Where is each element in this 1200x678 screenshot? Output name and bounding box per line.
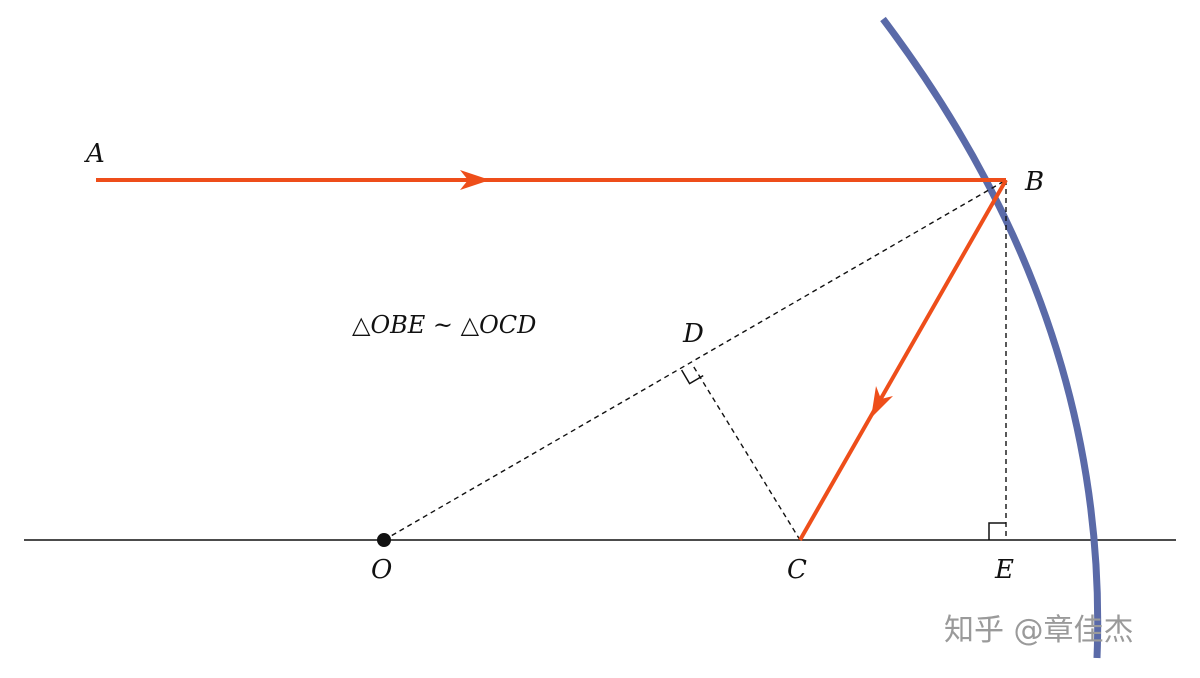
- right-angle-d: [680, 369, 704, 385]
- watermark: 知乎 @章佳杰: [944, 613, 1134, 648]
- line-ob-dashed: [383, 179, 1007, 541]
- line-cd-dashed: [691, 363, 801, 541]
- reflected-ray: [798, 179, 1008, 541]
- similarity-annotation: △OBE ~ △OCD: [352, 311, 536, 339]
- label-c: C: [787, 555, 807, 585]
- label-e: E: [994, 555, 1014, 585]
- label-d: D: [682, 319, 704, 349]
- center-point-o: [377, 533, 391, 547]
- right-angle-e: [988, 522, 1006, 540]
- reflected-ray-arrow: [871, 386, 893, 418]
- label-o: O: [371, 555, 392, 585]
- concave-mirror: [880, 16, 1102, 659]
- incident-ray-arrow: [460, 170, 490, 190]
- label-b: B: [1024, 167, 1044, 197]
- label-a: A: [84, 139, 105, 169]
